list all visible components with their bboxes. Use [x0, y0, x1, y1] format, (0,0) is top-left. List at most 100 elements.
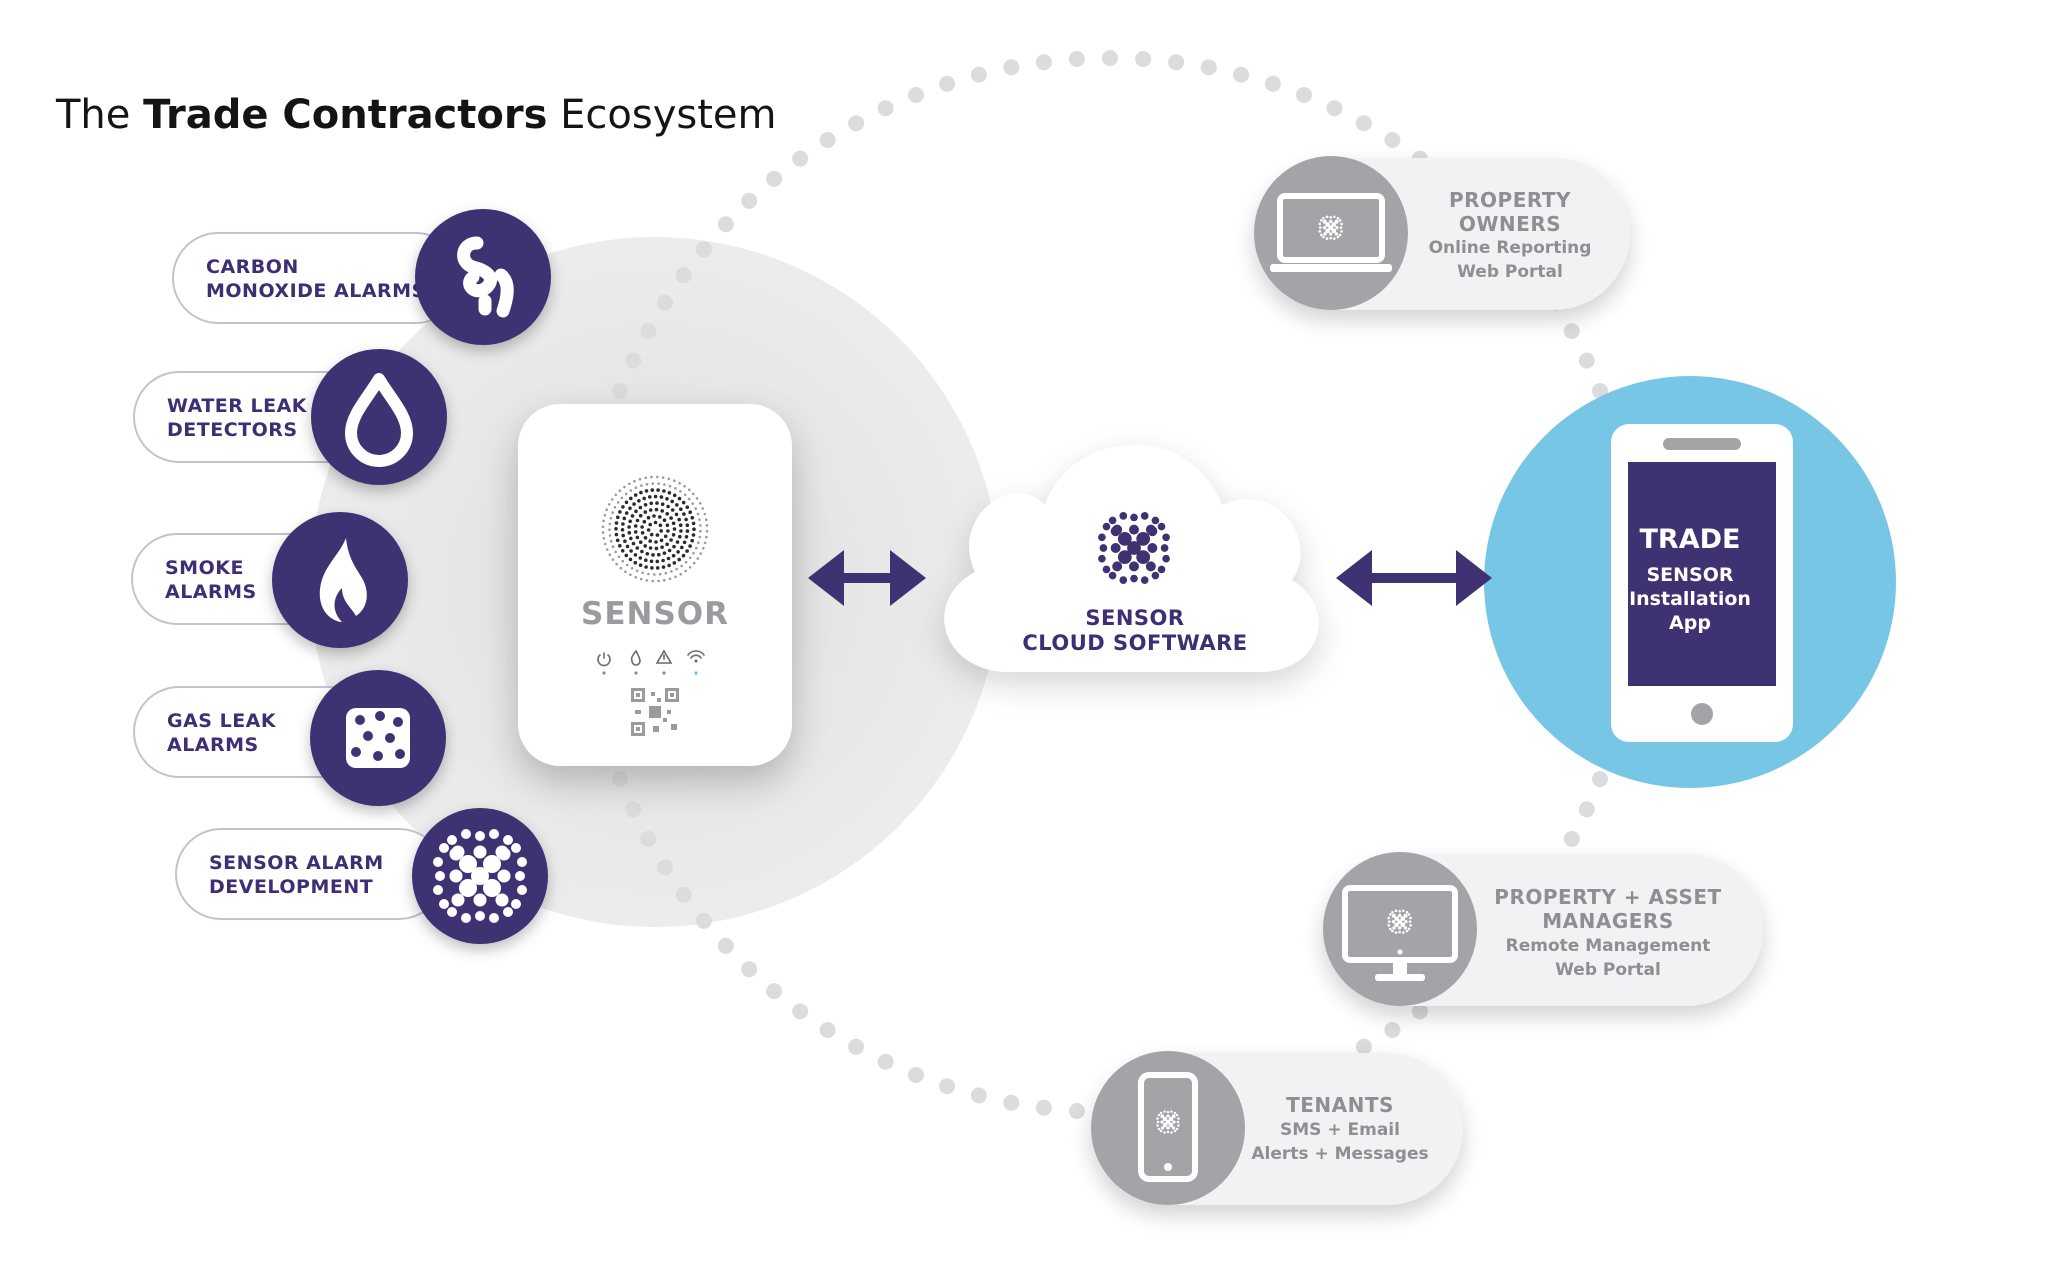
logo-dot [459, 879, 477, 897]
logo-dot [1328, 232, 1333, 236]
logo-dot [1334, 232, 1339, 236]
grille-dot [672, 493, 677, 498]
logo-dot [1099, 544, 1108, 552]
logo-dot [1335, 225, 1339, 230]
grille-dot [690, 538, 694, 543]
grille-dot [601, 531, 605, 534]
grille-dot [673, 479, 676, 482]
orbit-dot [848, 115, 865, 132]
grille-dot [691, 502, 694, 505]
grille-dot [624, 492, 628, 496]
grille-dot [610, 498, 614, 501]
grille-dot [616, 515, 620, 520]
grille-dot [635, 546, 640, 550]
logo-dot [1129, 524, 1139, 535]
grille-dot [602, 519, 605, 523]
orbit-dot [741, 961, 758, 978]
logo-dot [1156, 1117, 1159, 1120]
grille-dot [678, 523, 683, 527]
logo-dot [1402, 931, 1405, 934]
title-suffix: Ecosystem [547, 92, 777, 138]
logo-dot [1322, 217, 1325, 220]
logo-dot [503, 907, 513, 917]
gas-dots-icon [310, 670, 446, 806]
grille-dot [661, 558, 665, 563]
grille-dot [601, 525, 605, 528]
grille-dot [630, 514, 635, 518]
logo-dot [475, 831, 485, 841]
grille-dot [692, 561, 696, 565]
grille-dot [658, 515, 662, 519]
alarm-label-sensor-development: SENSOR ALARM DEVELOPMENT [209, 851, 384, 899]
orbit-dot [1563, 830, 1580, 847]
phone-screen [1628, 462, 1776, 686]
logo-dot [447, 835, 457, 845]
grille-dot [682, 512, 686, 516]
logo-dot [1325, 228, 1330, 234]
grille-dot [663, 534, 668, 539]
grille-dot [665, 523, 670, 527]
grille-dot [675, 567, 678, 571]
grille-dot [629, 549, 633, 553]
logo-dot [1407, 927, 1411, 931]
grille-dot [668, 484, 672, 488]
asset-managers-subtitle: Remote Management Web Portal [1488, 934, 1728, 982]
alarm-label-line2: ALARMS [165, 581, 257, 603]
qr-code-icon [631, 688, 679, 736]
grille-dot [653, 494, 658, 499]
title-bold: Trade Contractors [143, 92, 548, 138]
grille-dot [667, 563, 671, 568]
logo-dot [1119, 576, 1128, 584]
desktop-monitor-icon [1323, 852, 1477, 1006]
grille-dot [602, 537, 606, 540]
grille-dot [625, 544, 630, 549]
alarm-label-line2: ALARMS [167, 734, 259, 756]
grille-dot [696, 557, 700, 560]
orbit-dot [612, 383, 628, 399]
grille-dot [649, 532, 654, 537]
logo-dot [511, 843, 521, 853]
logo-dot [1165, 1119, 1171, 1125]
orbit-dot [970, 1087, 987, 1104]
logo-dot [1112, 561, 1123, 572]
logo-dot [1130, 513, 1138, 522]
orbit-dot [1200, 59, 1217, 76]
cloud-label-line2: CLOUD SOFTWARE [1022, 631, 1248, 655]
orbit-dot [640, 323, 657, 340]
logo-dot [473, 845, 487, 859]
logo-dot [1157, 1127, 1161, 1131]
orbit-dot [1168, 54, 1185, 71]
grille-dot [650, 488, 655, 492]
logo-dot [451, 893, 465, 907]
grille-dot [635, 535, 640, 540]
logo-dot [1098, 554, 1106, 563]
logo-dot [1338, 233, 1342, 237]
logo-dot [439, 899, 449, 909]
logo-dot [503, 835, 513, 845]
logo-dot [1333, 237, 1336, 240]
logo-dot [1338, 219, 1342, 222]
grille-dot [695, 546, 698, 550]
grille-dot [634, 486, 638, 489]
logo-dot [1409, 924, 1412, 927]
grille-dot [656, 475, 659, 479]
grille-dot [684, 569, 687, 573]
orbit-dot [657, 859, 673, 876]
grille-dot [620, 528, 625, 532]
orbit-dot [612, 771, 628, 787]
logo-dot [1160, 1120, 1164, 1124]
logo-dot [1336, 235, 1340, 239]
logo-dot [1177, 1124, 1180, 1127]
logo-dot [1166, 1126, 1170, 1130]
grille-dot [634, 576, 637, 579]
logo-dot [449, 869, 463, 883]
orbit-dot [848, 1038, 865, 1055]
asset-managers-sub-line2: Web Portal [1555, 960, 1661, 980]
grille-dot [621, 505, 625, 509]
logo-dot [1110, 543, 1121, 553]
grille-dot [607, 503, 611, 506]
grille-dot [688, 510, 692, 514]
logo-dot [1119, 512, 1128, 520]
grille-dot [692, 492, 695, 496]
logo-dot [1340, 230, 1343, 233]
